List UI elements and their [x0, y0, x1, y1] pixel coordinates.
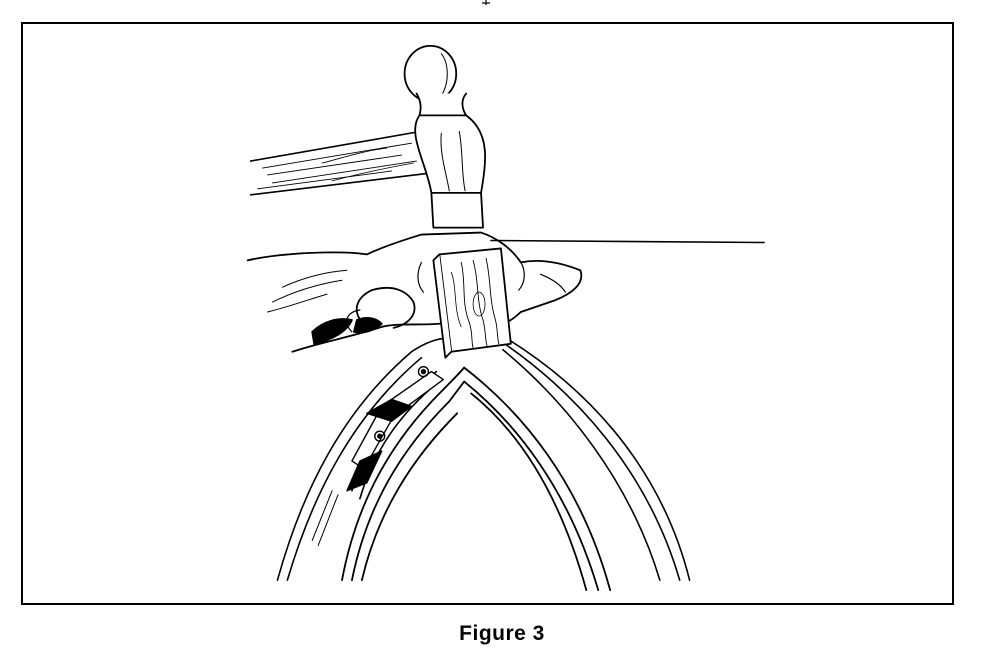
hand — [246, 231, 583, 353]
hammer-head — [403, 44, 486, 229]
window-frame-outer — [276, 331, 691, 581]
figure-frame — [21, 22, 954, 605]
wood-block — [432, 247, 512, 359]
surface-line — [490, 239, 765, 244]
page-number-fragment — [482, 0, 490, 5]
frame-hardware — [311, 365, 445, 546]
figure-caption: Figure 3 — [459, 622, 545, 645]
hammer-handle — [249, 130, 433, 196]
window-frame-inner — [341, 366, 612, 591]
hammer-wood-block-illustration — [246, 44, 765, 591]
